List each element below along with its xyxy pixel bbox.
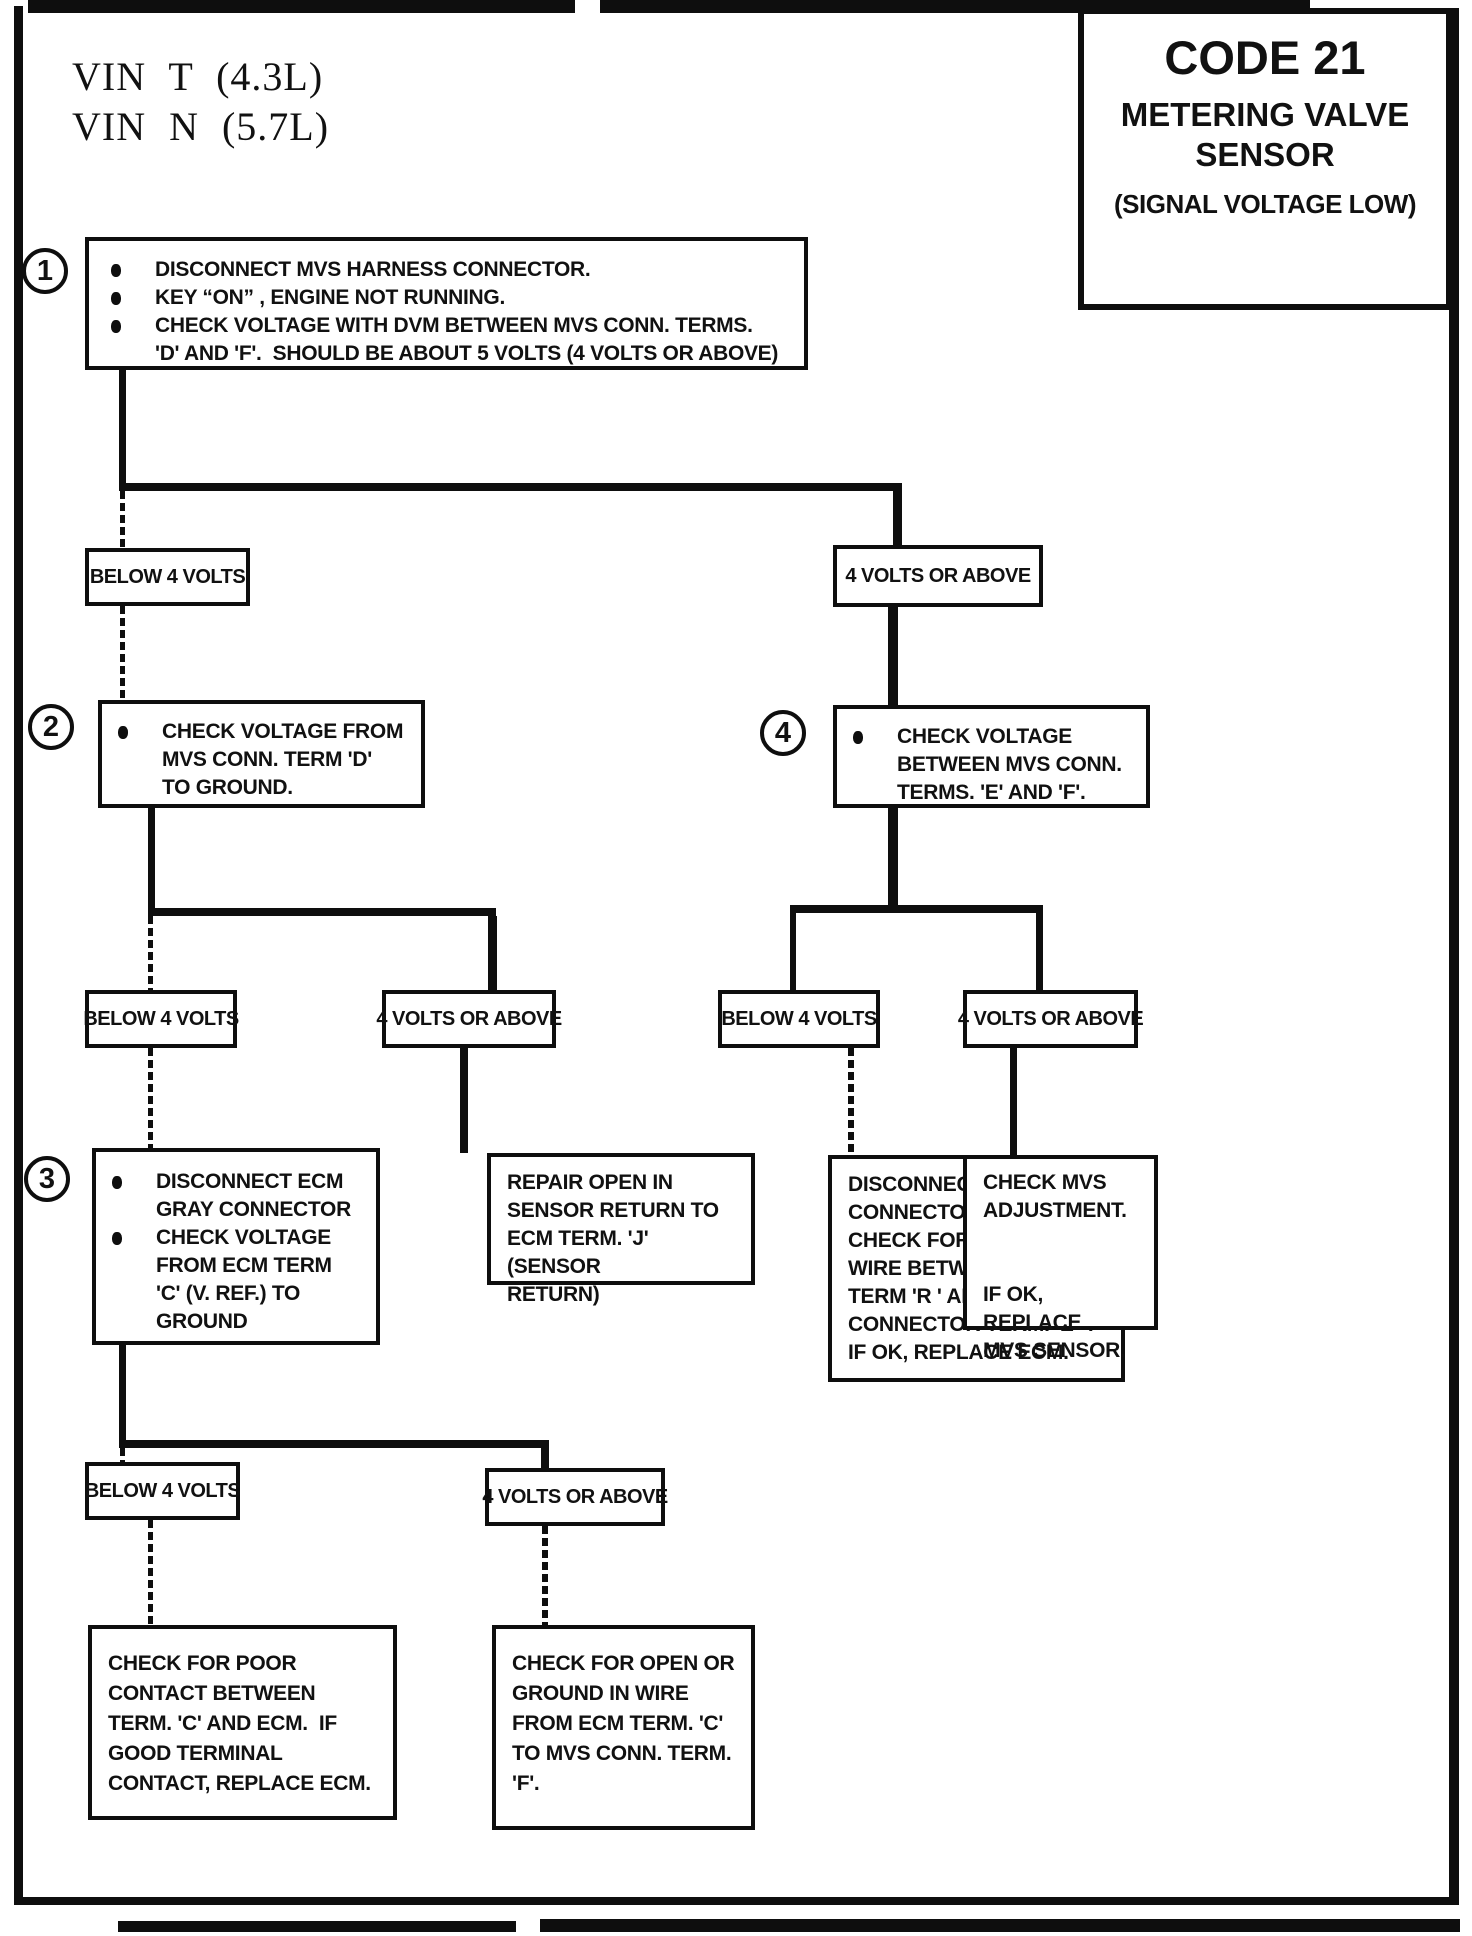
- flow-connector: [119, 1345, 126, 1440]
- bullet-icon: [111, 292, 121, 305]
- decision-4-volts-or-above-3: 4 VOLTS OR ABOVE: [958, 990, 1144, 1048]
- check-mvs-adjustment-box: CHECK MVS ADJUSTMENT. IF OK, REPLACE MVS…: [963, 1155, 1158, 1362]
- flow-connector: [1010, 1048, 1017, 1155]
- step1-bullet-row-1: DISCONNECT MVS HARNESS CONNECTOR.: [89, 256, 804, 284]
- flow-connector: [541, 1448, 549, 1470]
- flow-connector: [460, 1048, 468, 1153]
- decision-label: 4 VOLTS OR ABOVE: [845, 564, 1031, 587]
- flow-connector: [119, 483, 902, 491]
- flow-connector: [120, 606, 125, 700]
- repair-open-box: REPAIR OPEN IN SENSOR RETURN TO ECM TERM…: [487, 1153, 755, 1306]
- step1-bullet-row-2: KEY “ON” , ENGINE NOT RUNNING.: [89, 284, 804, 312]
- step2-bullet-1: CHECK VOLTAGE FROM MVS CONN. TERM 'D' TO…: [162, 720, 404, 799]
- flow-connector: [893, 491, 902, 545]
- decision-below-4-volts-1: BELOW 4 VOLTS: [85, 548, 250, 606]
- step1-bullet-1: DISCONNECT MVS HARNESS CONNECTOR.: [155, 258, 591, 281]
- code-title-box: CODE 21 METERING VALVE SENSOR (SIGNAL VO…: [1078, 8, 1452, 310]
- decision-4-volts-or-above-1: 4 VOLTS OR ABOVE: [833, 545, 1043, 607]
- step3-bullet-2: CHECK VOLTAGE FROM ECM TERM 'C' (V. REF.…: [156, 1226, 332, 1333]
- bullet-icon: [111, 320, 121, 333]
- decision-label: 4 VOLTS OR ABOVE: [482, 1485, 668, 1508]
- page-border-left: [14, 6, 23, 1905]
- decision-below-4-volts-3: BELOW 4 VOLTS: [718, 990, 880, 1048]
- flow-connector: [120, 1448, 125, 1465]
- sensor-name-label: METERING VALVE SENSOR: [1120, 96, 1410, 173]
- flow-connector: [1036, 913, 1043, 990]
- step1-number: 1: [36, 254, 54, 287]
- flow-connector: [488, 916, 497, 990]
- decision-4-volts-or-above-4: 4 VOLTS OR ABOVE: [482, 1468, 668, 1526]
- flow-connector: [148, 808, 155, 908]
- step1-bullet-3: CHECK VOLTAGE WITH DVM BETWEEN MVS CONN.…: [155, 314, 779, 365]
- flow-connector: [148, 1048, 153, 1148]
- step2-bullet-row: CHECK VOLTAGE FROM MVS CONN. TERM 'D' TO…: [102, 718, 421, 802]
- decision-below-4-volts-4: BELOW 4 VOLTS: [84, 1462, 241, 1520]
- step4-bullet-1: CHECK VOLTAGE BETWEEN MVS CONN. TERMS. '…: [897, 725, 1122, 804]
- check-open-ground-text: CHECK FOR OPEN OR GROUND IN WIRE FROM EC…: [512, 1652, 735, 1795]
- step4-number-badge: 4: [760, 710, 806, 756]
- step1-number-badge: 1: [22, 248, 68, 294]
- flow-connector: [790, 905, 1043, 913]
- decision-label: 4 VOLTS OR ABOVE: [957, 1007, 1144, 1030]
- step4-bullet-row: CHECK VOLTAGE BETWEEN MVS CONN. TERMS. '…: [837, 723, 1146, 807]
- flow-connector: [888, 808, 898, 905]
- page-border-top-left: [28, 0, 575, 13]
- decision-4-volts-or-above-2: 4 VOLTS OR ABOVE: [376, 990, 562, 1048]
- check-poor-contact-text: CHECK FOR POOR CONTACT BETWEEN TERM. 'C'…: [108, 1652, 371, 1795]
- flow-connector: [148, 1520, 153, 1625]
- step2-number: 2: [42, 710, 60, 743]
- bullet-icon: [111, 264, 121, 277]
- page-border-right: [1449, 8, 1459, 1905]
- check-poor-contact-box: CHECK FOR POOR CONTACT BETWEEN TERM. 'C'…: [88, 1625, 397, 1820]
- step3-bullet-row-2: CHECK VOLTAGE FROM ECM TERM 'C' (V. REF.…: [96, 1224, 376, 1336]
- step1-bullet-2: KEY “ON” , ENGINE NOT RUNNING.: [155, 286, 505, 309]
- flow-connector: [119, 370, 126, 483]
- flow-connector: [148, 916, 153, 990]
- bullet-icon: [853, 731, 863, 744]
- step4-box: CHECK VOLTAGE BETWEEN MVS CONN. TERMS. '…: [833, 705, 1150, 808]
- step1-bullet-row-3: CHECK VOLTAGE WITH DVM BETWEEN MVS CONN.…: [89, 312, 804, 368]
- check-open-ground-box: CHECK FOR OPEN OR GROUND IN WIRE FROM EC…: [492, 1625, 755, 1830]
- flow-connector: [848, 1048, 854, 1155]
- decision-label: BELOW 4 VOLTS: [84, 1479, 241, 1502]
- flow-connector: [119, 1440, 549, 1448]
- step3-box: DISCONNECT ECM GRAY CONNECTOR CHECK VOLT…: [92, 1148, 380, 1345]
- step3-bullet-1: DISCONNECT ECM GRAY CONNECTOR: [156, 1170, 351, 1221]
- decision-label: BELOW 4 VOLTS: [721, 1007, 877, 1030]
- bullet-icon: [118, 726, 128, 739]
- decision-label: 4 VOLTS OR ABOVE: [376, 1007, 562, 1030]
- vin-engine-labels: VIN T (4.3L) VIN N (5.7L): [72, 54, 330, 149]
- flow-connector: [888, 607, 898, 705]
- signal-condition-label: (SIGNAL VOLTAGE LOW): [1114, 189, 1416, 219]
- trouble-code-label: CODE 21: [1164, 31, 1366, 84]
- repair-open-text: REPAIR OPEN IN SENSOR RETURN TO ECM TERM…: [507, 1171, 719, 1306]
- decision-below-4-volts-2: BELOW 4 VOLTS: [83, 990, 239, 1048]
- check-mvs-adjustment-text: CHECK MVS ADJUSTMENT. IF OK, REPLACE MVS…: [983, 1171, 1127, 1362]
- step3-bullet-row-1: DISCONNECT ECM GRAY CONNECTOR: [96, 1168, 376, 1224]
- bullet-icon: [112, 1176, 122, 1189]
- page-border-bottom: [14, 1897, 1459, 1905]
- step4-number: 4: [774, 716, 792, 749]
- decision-label: BELOW 4 VOLTS: [83, 1007, 239, 1030]
- decision-label: BELOW 4 VOLTS: [89, 565, 246, 588]
- step3-number-badge: 3: [24, 1156, 70, 1202]
- flow-connector: [790, 913, 796, 990]
- step2-number-badge: 2: [28, 704, 74, 750]
- step2-box: CHECK VOLTAGE FROM MVS CONN. TERM 'D' TO…: [98, 700, 425, 808]
- step1-box: DISCONNECT MVS HARNESS CONNECTOR. KEY “O…: [85, 237, 808, 370]
- flow-connector: [148, 908, 496, 916]
- flow-connector: [542, 1526, 548, 1625]
- scan-bar-bottom-right: [540, 1919, 1460, 1932]
- flow-connector: [120, 491, 125, 548]
- scan-bar-bottom-left: [118, 1921, 516, 1932]
- bullet-icon: [112, 1232, 122, 1245]
- step3-number: 3: [38, 1162, 56, 1195]
